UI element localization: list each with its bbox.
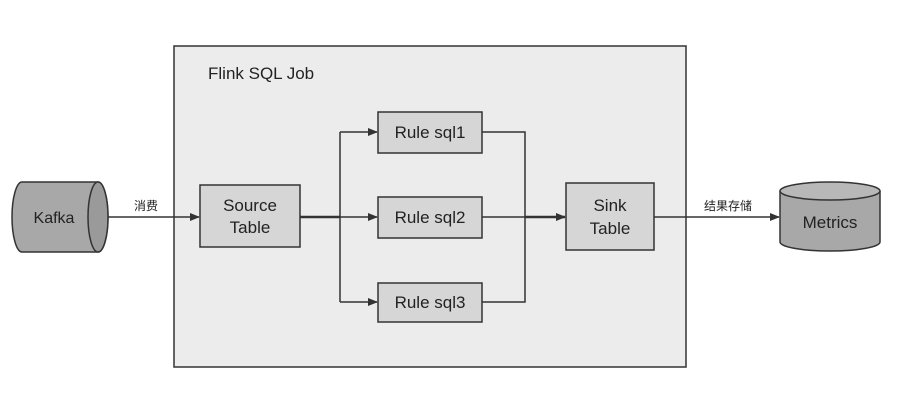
metrics-label: Metrics — [803, 213, 858, 232]
edge-rule3-to-merge — [482, 217, 526, 303]
edge-label-store: 结果存储 — [704, 198, 752, 213]
sink-label-line1: Sink — [593, 196, 627, 215]
kafka-cylinder: Kafka — [11, 181, 109, 253]
sink-table-node: Sink Table — [565, 182, 655, 251]
edge-label-consume: 消费 — [134, 199, 158, 213]
rule-sql3-label: Rule sql3 — [395, 293, 466, 312]
sink-label-line2: Table — [590, 219, 631, 238]
edge-rule1-to-merge — [482, 131, 526, 217]
rule-sql2-node: Rule sql2 — [377, 196, 483, 239]
rule-sql1-node: Rule sql1 — [377, 111, 483, 154]
rule-sql1-label: Rule sql1 — [395, 123, 466, 142]
source-table-node: Source Table — [199, 184, 301, 248]
metrics-cylinder: Metrics — [779, 181, 881, 252]
kafka-label: Kafka — [34, 210, 75, 227]
job-title: Flink SQL Job — [208, 64, 314, 83]
rule-sql2-label: Rule sql2 — [395, 208, 466, 227]
source-label-line2: Table — [230, 218, 271, 237]
source-label-line1: Source — [223, 196, 277, 215]
rule-sql3-node: Rule sql3 — [377, 282, 483, 323]
